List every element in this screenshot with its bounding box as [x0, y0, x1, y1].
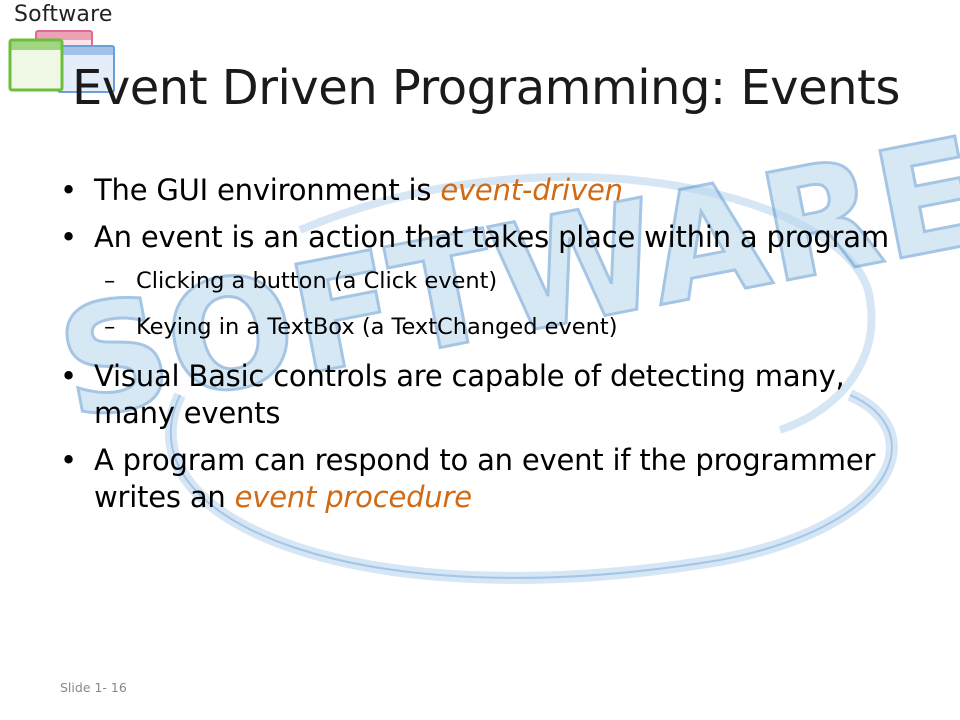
sub-bullet-item: –Clicking a button (a Click event): [60, 266, 920, 296]
bullet-item: • The GUI environment is event-driven: [60, 172, 920, 209]
software-windows-icon: [8, 30, 115, 93]
bullet-text: Keying in a TextBox (a TextChanged event…: [136, 314, 618, 340]
sub-bullet-item: –Keying in a TextBox (a TextChanged even…: [60, 312, 920, 342]
bullet-list: • The GUI environment is event-driven • An …: [60, 172, 920, 526]
bullet-text: Visual Basic controls are capable of det…: [94, 359, 845, 430]
bullet-dot-icon: •: [60, 359, 77, 393]
bullet-dash-icon: –: [104, 314, 116, 340]
slide-title: Event Driven Programming: Events: [72, 60, 900, 116]
bullet-dash-icon: –: [104, 268, 116, 294]
bullet-item: • An event is an action that takes place …: [60, 219, 920, 256]
bullet-text: The GUI environment is: [94, 173, 441, 207]
bullet-text: A program can respond to an event if the…: [94, 443, 876, 514]
bullet-dot-icon: •: [60, 220, 77, 254]
bullet-dot-icon: •: [60, 443, 77, 477]
bullet-text: An event is an action that takes place w…: [94, 220, 889, 254]
slide-number: Slide 1- 16: [60, 680, 127, 695]
emphasis-text: event-driven: [440, 173, 623, 207]
watermark-swoosh-outline: [169, 394, 893, 579]
bullet-text: Clicking a button (a Click event): [136, 268, 498, 294]
emphasis-text: event procedure: [234, 480, 472, 514]
bullet-item: • Visual Basic controls are capable of de…: [60, 358, 920, 432]
brand-wordmark: Software: [14, 2, 113, 27]
bullet-item: • A program can respond to an event if th…: [60, 442, 920, 516]
bullet-dot-icon: •: [60, 173, 77, 207]
